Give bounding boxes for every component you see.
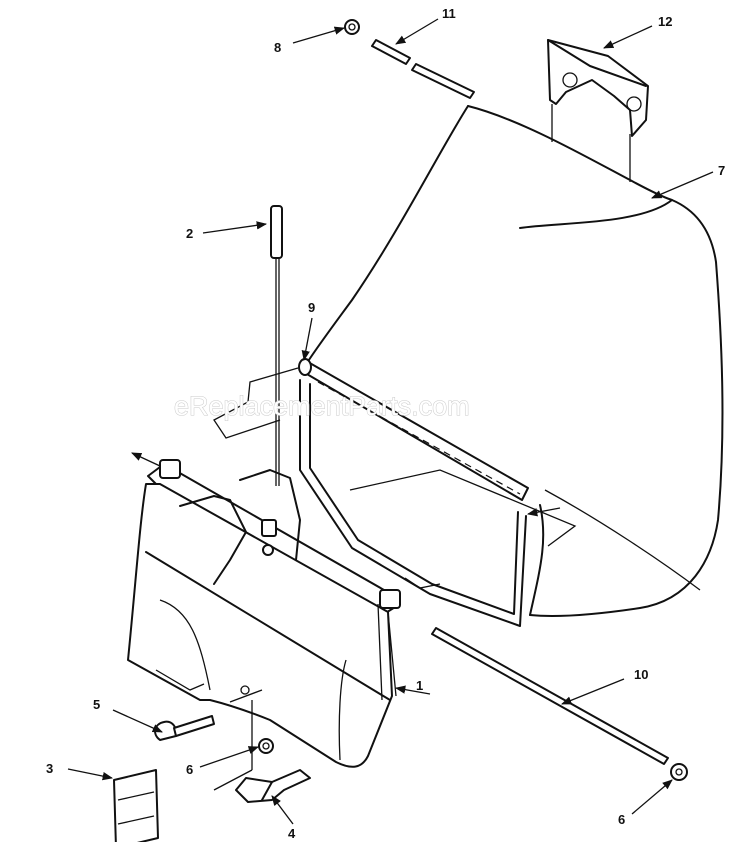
axle-rod: [371, 39, 475, 99]
leader-6-center: [199, 746, 259, 768]
leader-4: [271, 795, 294, 825]
callout-9: 9: [308, 300, 315, 315]
callout-12: 12: [658, 14, 672, 29]
leader-11: [395, 18, 439, 45]
callout-11: 11: [442, 6, 456, 21]
hardware: [113, 19, 688, 842]
callout-5: 5: [93, 697, 100, 712]
callout-10: 10: [634, 667, 648, 682]
callout-6-center: 6: [186, 762, 193, 777]
callout-6-right: 6: [618, 812, 625, 827]
leader-7: [651, 171, 714, 199]
leader-arrows: [67, 18, 714, 825]
watermark-text: eReplacementParts.com: [174, 391, 470, 421]
leader-12: [603, 25, 653, 49]
callout-3: 3: [46, 761, 53, 776]
hanger-bracket: [547, 39, 649, 182]
chute-housing: [127, 459, 401, 768]
leader-frame-pin: [526, 507, 561, 517]
leader-10: [561, 678, 625, 705]
leader-6-right: [631, 779, 673, 815]
leader-3: [67, 768, 114, 781]
leader-chute-rod: [131, 452, 161, 467]
leader-8: [292, 26, 345, 44]
grass-bag: [304, 105, 724, 617]
callout-7: 7: [718, 163, 725, 178]
leader-5: [112, 709, 163, 733]
callout-1: 1: [416, 678, 423, 693]
callout-4: 4: [288, 826, 296, 841]
handle-post: [270, 205, 283, 486]
callout-labels: 1 2 3 4 5 6 6 7 8 9 10 11 12: [46, 6, 725, 841]
leader-9: [301, 317, 313, 362]
callout-2: 2: [186, 226, 193, 241]
callout-8: 8: [274, 40, 281, 55]
pivot-rod: [431, 627, 669, 765]
leader-2: [202, 221, 268, 234]
frame-support-plate: [213, 367, 577, 547]
leader-1: [394, 685, 431, 695]
